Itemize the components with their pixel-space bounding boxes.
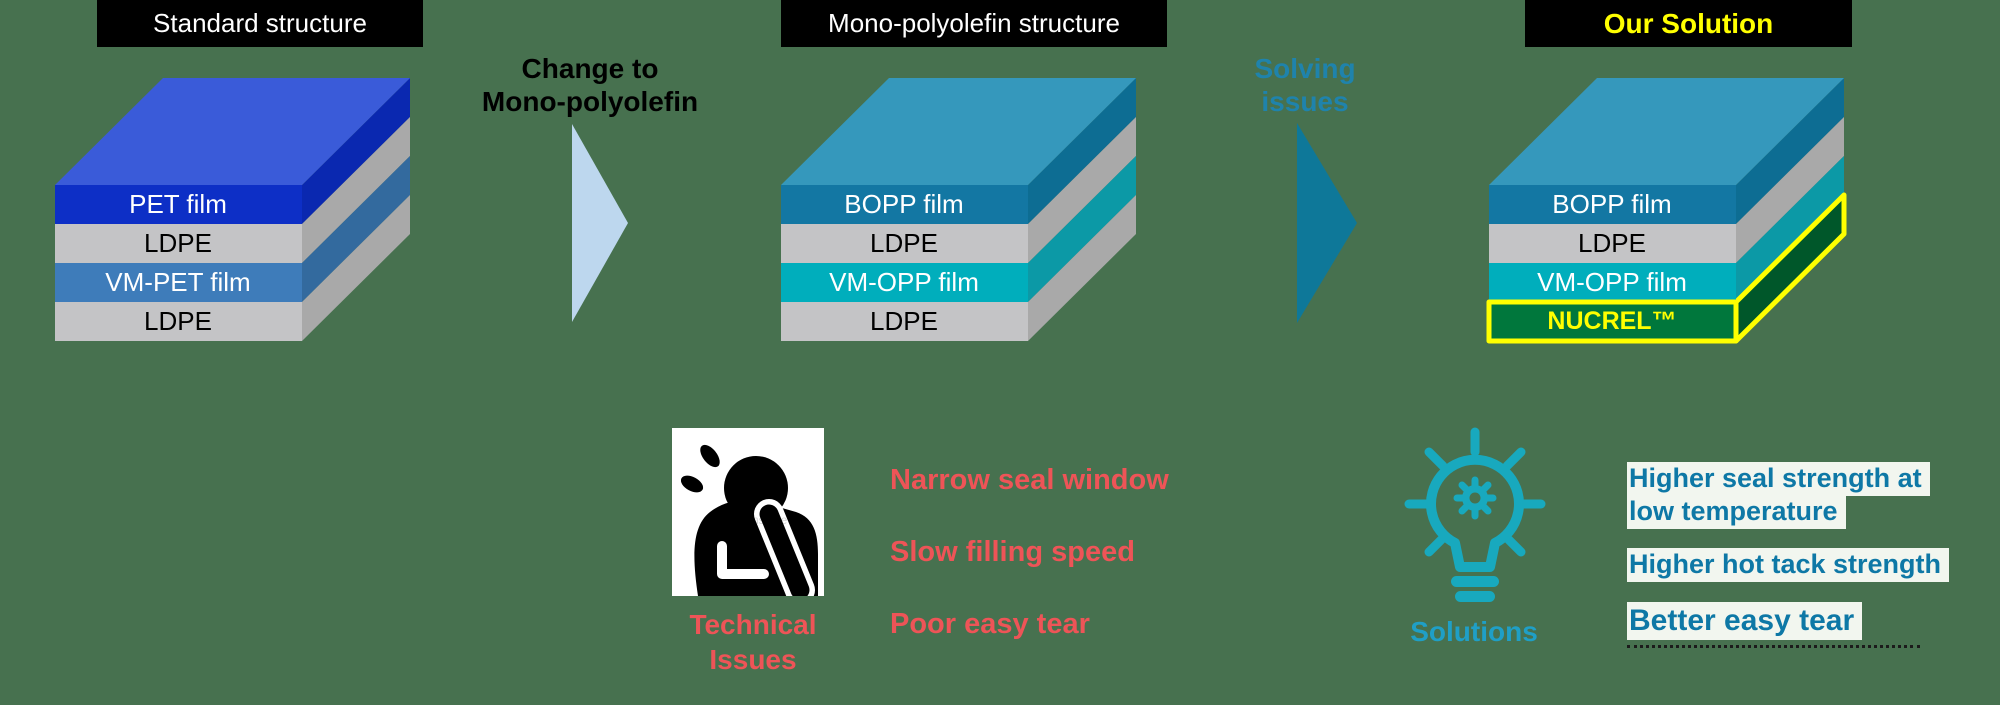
nucrel-layer-front [1486,299,1739,344]
solving-arrow-triangle [1297,123,1357,323]
technical-issues-caption-line1: Technical [689,609,817,640]
layer-label: LDPE [144,306,212,336]
layer-front [55,224,302,263]
technical-issues-caption-line2: Issues [709,644,797,675]
stack-top-face [55,78,410,185]
change-to-mono-polyolefin-label: Change to Mono-polyolefin [425,52,755,118]
layer-label: LDPE [870,306,938,336]
layer-front [781,185,1028,224]
solving-arrow-icon [1297,123,1357,323]
our-solution-header: Our Solution [1525,0,1852,47]
layer-label: BOPP film [844,189,963,219]
technical-issues-caption: Technical Issues [650,607,856,677]
layer-front [1489,263,1736,302]
solution-film-stack: BOPP film LDPE VM-OPP film NUCREL™ [1486,78,1847,344]
issue-item-slow-filling-speed: Slow filling speed [890,536,1135,568]
layer-front [55,302,302,341]
layer-side [1028,78,1136,224]
layer-front [781,224,1028,263]
nucrel-layer-label: NUCREL™ [1547,307,1676,335]
stock-photo-watermark: dreamstime [725,513,788,527]
person-left-arm-outline [717,541,769,579]
lightbulb-gear-icon [1404,427,1546,602]
ray [1424,447,1448,471]
worried-person-icon: dreamstime [680,444,818,605]
dotted-underline [1627,645,1920,648]
layer-side [302,78,410,224]
mono-film-stack-drawing: BOPP film LDPE VM-OPP film LDPE [781,78,1136,341]
layer-side [1028,195,1136,341]
worried-person-icon-box: dreamstime [672,428,824,605]
mono-polyolefin-film-stack: BOPP film LDPE VM-OPP film LDPE [781,78,1136,341]
layer-front [781,263,1028,302]
solutions-caption: Solutions [1410,616,1538,647]
solution-item-higher-seal-strength-line1: Higher seal strength at [1627,462,1930,496]
layer-side [1736,117,1844,263]
layer-side [1736,156,1844,302]
solution-item-higher-hot-tack-strength: Higher hot tack strength [1627,548,1950,582]
layer-side [1028,156,1136,302]
sweat-drop-icon [700,444,720,468]
change-to-line2: Mono-polyolefin [481,86,699,117]
bulb-base-bar [1455,591,1495,602]
solving-issues-line1: Solving [1254,53,1356,84]
solving-issues-line2: issues [1261,86,1349,117]
layer-side [1028,117,1136,263]
layer-front [781,302,1028,341]
stack-top-face [781,78,1136,185]
issue-item-narrow-seal-window: Narrow seal window [890,464,1169,496]
bulb-outline [1426,454,1524,572]
layer-side [302,195,410,341]
stack-top-face [1489,78,1844,185]
layer-side [1736,78,1844,224]
solving-issues-label: Solving issues [1210,52,1400,118]
layer-front [55,185,302,224]
change-arrow-icon [572,124,628,322]
layer-side [302,117,410,263]
gear-hole [1469,492,1481,504]
ray [1502,447,1526,471]
layer-label: LDPE [870,228,938,258]
layer-label: VM-OPP film [829,267,979,297]
issue-item-poor-easy-tear: Poor easy tear [890,608,1090,640]
layer-label: BOPP film [1552,189,1671,219]
layer-label: LDPE [1578,228,1646,258]
sweat-drop-icon [680,475,704,493]
change-arrow-triangle [572,124,628,322]
standard-film-stack: PET film LDPE VM-PET film LDPE [55,78,410,341]
layer-front [1489,185,1736,224]
layer-label: PET film [129,189,227,219]
layer-label: LDPE [144,228,212,258]
standard-structure-header: Standard structure [97,0,423,47]
solution-film-stack-drawing: BOPP film LDPE VM-OPP film NUCREL™ [1486,78,1847,344]
ray [1424,533,1448,557]
layer-label: VM-PET film [105,267,250,297]
change-to-line1: Change to [521,53,659,84]
standard-film-stack-drawing: PET film LDPE VM-PET film LDPE [55,78,410,341]
layer-front [55,263,302,302]
solution-item-higher-seal-strength-line2: low temperature [1627,495,1846,529]
ray [1502,533,1526,557]
mono-polyolefin-structure-header: Mono-polyolefin structure [781,0,1167,47]
layer-front [1489,224,1736,263]
layer-label: VM-OPP film [1537,267,1687,297]
bulb-base-bar [1451,576,1499,587]
solution-item-better-easy-tear: Better easy tear [1627,602,1863,640]
person-arm [759,504,810,600]
layer-side [302,156,410,302]
